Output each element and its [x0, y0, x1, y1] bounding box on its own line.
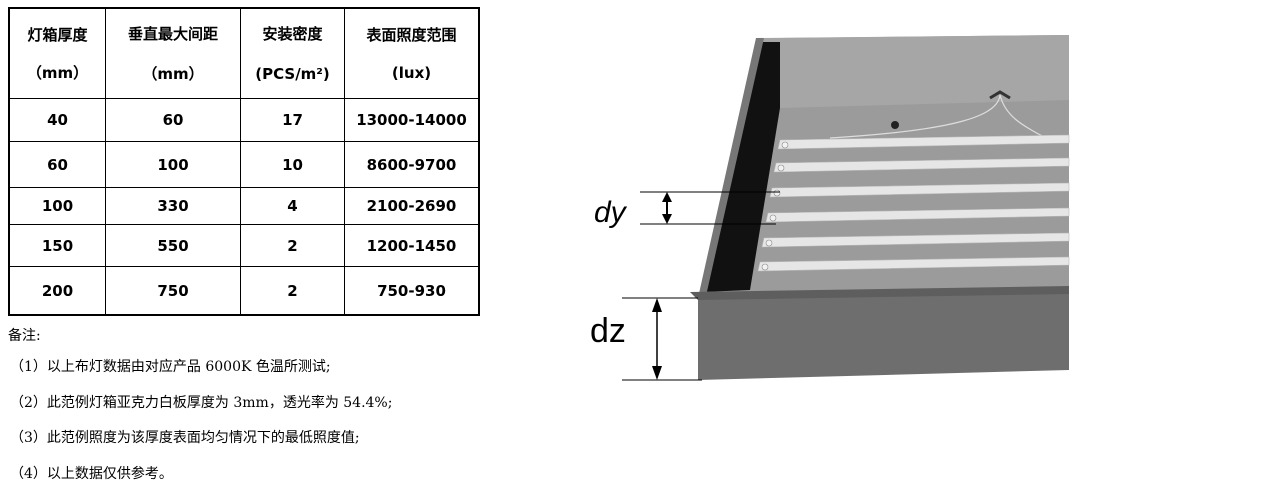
table-cell: 100: [8, 187, 106, 225]
header-box-thickness: 灯箱厚度 （mm）: [8, 7, 106, 99]
led-strips: [757, 134, 1070, 272]
box-left-rim: [698, 38, 764, 298]
header-unit: (PCS/m²): [255, 64, 330, 83]
header-label: 垂直最大间距: [127, 24, 218, 43]
header-label: 表面照度范围: [366, 25, 457, 44]
header-unit: (lux): [391, 63, 432, 82]
led-strip: [777, 134, 1070, 150]
table-cell: 2100-2690: [344, 187, 480, 225]
table-row: 150 550 2 1200-1450: [8, 224, 480, 267]
table-cell: 40: [8, 98, 106, 142]
led-strip: [773, 157, 1070, 173]
table-cell: 2: [240, 224, 345, 267]
lightbox-diagram: dy dz: [590, 35, 1070, 381]
dy-arrowhead: [662, 192, 672, 202]
strip-end-cap: [769, 214, 777, 222]
box-front-wall: [698, 292, 1069, 380]
header-unit: （mm）: [142, 64, 204, 83]
note-item-1: （1）以上布灯数据由对应产品 6000K 色温所测试;: [10, 359, 331, 375]
table-cell: 4: [240, 187, 345, 225]
strip-end-cap: [761, 263, 769, 271]
header-label: 安装密度: [262, 24, 323, 43]
strip-end-cap: [765, 239, 773, 247]
table-cell: 60: [8, 141, 106, 188]
table-row: 60 100 10 8600-9700: [8, 141, 480, 188]
table-cell: 750: [105, 266, 241, 316]
header-unit: （mm）: [26, 63, 89, 82]
note-item-4: （4）以上数据仅供参考。: [10, 465, 173, 482]
notes-section: 备注: （1）以上布灯数据由对应产品 6000K 色温所测试; （2）此范例灯箱…: [8, 322, 392, 492]
strip-end-cap: [777, 164, 785, 172]
led-strip: [761, 232, 1070, 248]
note-item-3: （3）此范例照度为该厚度表面均匀情况下的最低照度值;: [10, 430, 360, 446]
table-cell: 100: [105, 141, 241, 188]
table-cell: 13000-14000: [344, 98, 480, 142]
table-cell: 60: [105, 98, 241, 142]
header-density: 安装密度 (PCS/m²): [240, 7, 345, 99]
strip-end-cap: [781, 141, 789, 149]
table-cell: 1200-1450: [344, 224, 480, 267]
table-cell: 2: [240, 266, 345, 316]
dy-arrowhead: [662, 214, 672, 224]
led-strip: [769, 182, 1070, 198]
box-inner-shadow: [702, 42, 780, 292]
table-row: 100 330 4 2100-2690: [8, 187, 480, 225]
notes-title: 备注:: [8, 328, 41, 344]
table-cell: 17: [240, 98, 345, 142]
led-strip: [757, 256, 1070, 272]
table-cell: 10: [240, 141, 345, 188]
table-cell: 330: [105, 187, 241, 225]
table-header-row: 灯箱厚度 （mm） 垂直最大间距 （mm） 安装密度 (PCS/m²) 表面照度…: [8, 7, 480, 99]
spec-table: 灯箱厚度 （mm） 垂直最大间距 （mm） 安装密度 (PCS/m²) 表面照度…: [8, 7, 480, 316]
cable-clip: [989, 90, 1011, 100]
header-illuminance: 表面照度范围 (lux): [344, 7, 480, 99]
table-cell: 200: [8, 266, 106, 316]
box-back-wall: [756, 35, 1069, 108]
dz-arrowhead: [652, 298, 662, 312]
header-max-spacing: 垂直最大间距 （mm）: [105, 7, 241, 99]
dz-label: dz: [590, 312, 626, 350]
table-cell: 550: [105, 224, 241, 267]
dy-label: dy: [594, 196, 628, 229]
table-row: 40 60 17 13000-14000: [8, 98, 480, 142]
dz-arrowhead: [652, 366, 662, 380]
table-cell: 8600-9700: [344, 141, 480, 188]
table-cell: 750-930: [344, 266, 480, 316]
led-strip: [765, 207, 1070, 223]
note-item-2: （2）此范例灯箱亚克力白板厚度为 3mm，透光率为 54.4%;: [10, 394, 393, 411]
box-front-rim: [690, 286, 1069, 300]
cable-hole: [891, 121, 899, 129]
header-label: 灯箱厚度: [27, 25, 88, 44]
table-cell: 150: [8, 224, 106, 267]
table-row: 200 750 2 750-930: [8, 266, 480, 316]
strip-end-cap: [773, 189, 781, 197]
